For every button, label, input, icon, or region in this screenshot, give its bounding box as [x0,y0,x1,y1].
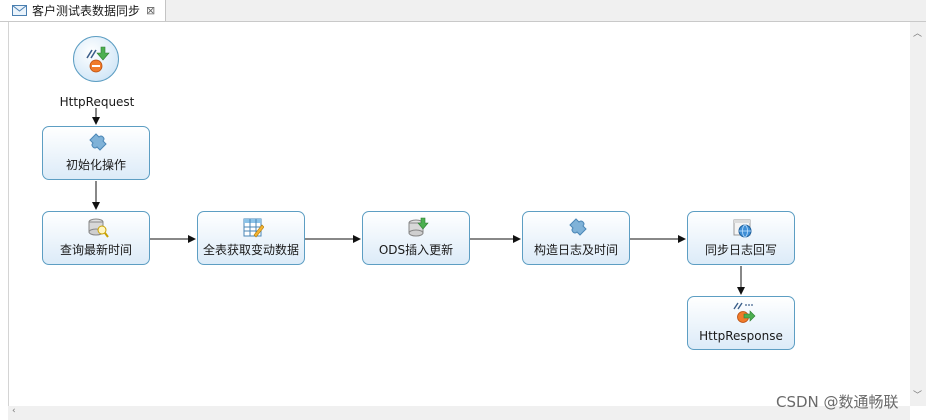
editor-tab[interactable]: 客户测试表数据同步 ⊠ [0,0,166,21]
editor-tab-bar: 客户测试表数据同步 ⊠ [0,0,926,22]
http-request-node[interactable] [73,36,119,82]
request-icon [86,46,110,73]
database-insert-icon [407,217,429,237]
horizontal-scrollbar[interactable]: ‹ [8,406,910,420]
node-label: ODS插入更新 [378,243,454,257]
node-fetch-changed-data[interactable]: 全表获取变动数据 [197,211,305,265]
vertical-scrollbar[interactable]: ︿ ﹀ [910,22,926,406]
http-request-label: HttpRequest [59,95,135,109]
node-build-log-time[interactable]: 构造日志及时间 [522,211,630,265]
table-edit-icon [242,217,265,238]
database-search-icon [87,217,109,238]
globe-window-icon [732,217,752,238]
watermark: CSDN @数通畅联 [776,393,899,411]
scroll-left-icon[interactable]: ‹ [12,406,16,416]
node-init[interactable]: 初始化操作 [42,126,150,180]
editor-tab-title: 客户测试表数据同步 [32,4,141,18]
node-ods-upsert[interactable]: ODS插入更新 [362,211,470,265]
node-label: 全表获取变动数据 [202,243,299,257]
node-sync-log-writeback[interactable]: 同步日志回写 [687,211,795,265]
node-label: 初始化操作 [65,158,126,172]
puzzle-icon [567,217,587,237]
close-icon[interactable]: ⊠ [146,4,156,17]
puzzle-icon [87,132,107,152]
node-label: 查询最新时间 [59,243,132,257]
node-http-response[interactable]: HttpResponse [687,296,795,350]
scroll-up-icon[interactable]: ︿ [913,29,923,39]
node-label: HttpResponse [699,329,783,343]
node-label: 同步日志回写 [704,243,777,257]
response-icon [732,302,756,323]
node-label: 构造日志及时间 [533,243,618,257]
envelope-icon [12,5,27,16]
node-query-latest-time[interactable]: 查询最新时间 [42,211,150,265]
scroll-down-icon[interactable]: ﹀ [913,391,923,401]
